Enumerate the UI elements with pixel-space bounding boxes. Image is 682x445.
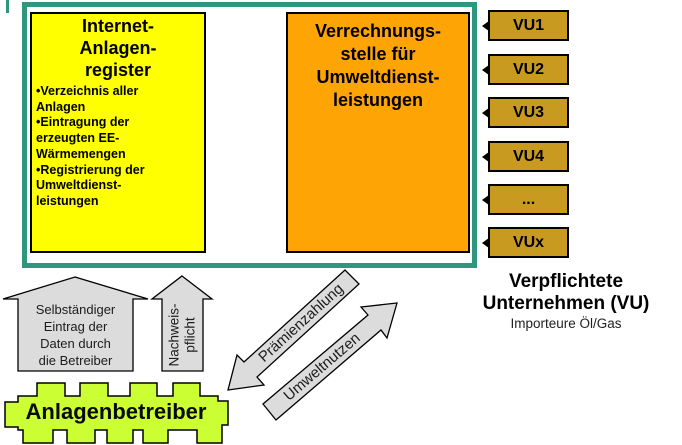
internet-register-box: Internet- Anlagen- register •Verzeichnis… bbox=[30, 12, 206, 253]
bullet-item: •Registrierung der Umweltdienst- leistun… bbox=[36, 162, 145, 209]
bullet-item: •Eintragung der erzeugten EE- Wärmemenge… bbox=[36, 115, 130, 161]
teal-border-fragment bbox=[6, 0, 9, 13]
vu4-box: VU4 bbox=[488, 141, 569, 172]
clearing-house-box: Verrechnungs- stelle für Umweltdienst- l… bbox=[286, 12, 470, 253]
vu-row: VU4 bbox=[482, 141, 612, 172]
vu-row: VU1 bbox=[482, 10, 612, 41]
vu-double-arrow-icons bbox=[482, 18, 517, 251]
clearing-house-title: Verrechnungs- stelle für Umweltdienst- l… bbox=[314, 21, 442, 111]
vu-row: VU2 bbox=[482, 54, 612, 85]
vu-row: VUx bbox=[482, 227, 612, 258]
internet-register-bullets: •Verzeichnis aller Anlagen •Eintragung d… bbox=[32, 84, 204, 210]
vu-row: ... bbox=[482, 184, 612, 215]
vu-heading-subtitle: Importeure Öl/Gas bbox=[510, 316, 622, 332]
bullet-item: •Verzeichnis aller Anlagen bbox=[36, 83, 139, 114]
operators-box-label: Anlagenbetreiber bbox=[25, 399, 207, 424]
benefit-arrow bbox=[262, 302, 398, 421]
internet-register-title: Internet- Anlagen- register bbox=[79, 16, 157, 80]
premium-arrow bbox=[227, 269, 360, 391]
vu3-box: VU3 bbox=[488, 97, 569, 128]
vu-heading-title: Verpflichtete Unternehmen (VU) bbox=[482, 271, 650, 315]
vux-box: VUx bbox=[488, 227, 569, 258]
proof-up-arrow bbox=[150, 275, 214, 372]
vu-heading: Verpflichtete Unternehmen (VU) Importeur… bbox=[452, 271, 680, 331]
self-entry-up-arrow bbox=[2, 276, 149, 372]
vu-ellipsis-box: ... bbox=[488, 184, 569, 215]
proof-arrow-label: Nachweis- pflicht bbox=[166, 303, 198, 367]
vu1-box: VU1 bbox=[488, 10, 569, 41]
vu-row: VU3 bbox=[482, 97, 612, 128]
vu2-box: VU2 bbox=[488, 54, 569, 85]
operators-shape bbox=[4, 382, 229, 444]
self-entry-arrow-label: Selbständiger Eintrag der Daten durch di… bbox=[35, 302, 116, 368]
